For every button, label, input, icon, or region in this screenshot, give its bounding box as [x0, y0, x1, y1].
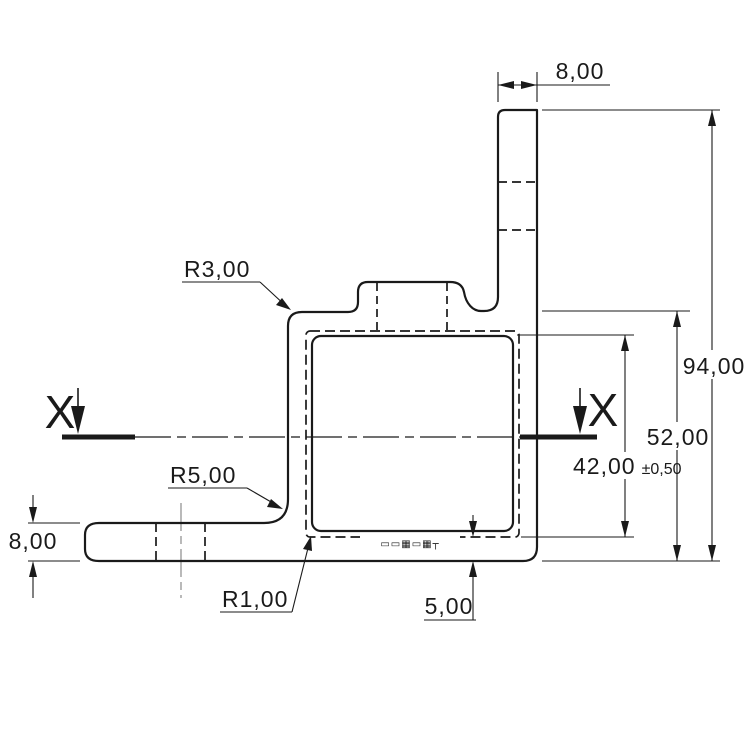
radius-label-hole-corner: R1,00 — [222, 586, 288, 612]
dim-text-bg — [570, 452, 675, 479]
square-hole-outline — [310, 334, 515, 533]
section-arrow-right-icon — [573, 406, 587, 434]
dim-text-bg — [648, 422, 708, 450]
dim-text-bottom-wall: 5,00 — [425, 593, 474, 619]
dim-text-left-arm-thickness: 8,00 — [9, 528, 58, 554]
dim-text-hole-height: 42,00 ±0,50 — [573, 453, 682, 479]
section-label-right: X — [588, 384, 619, 436]
leader-arrow-icon — [276, 298, 291, 310]
dim-arrow-icon — [498, 81, 514, 89]
dim-arrow-icon — [708, 110, 716, 126]
leader-line — [291, 547, 309, 613]
dim-arrow-icon — [521, 81, 537, 89]
radius-label-inner-fillet: R5,00 — [170, 462, 236, 488]
dim-value: 42,00 — [573, 453, 636, 479]
dim-arrow-icon — [29, 561, 37, 577]
engraved-marking-text: ▭▭▦▭▦┬ — [380, 539, 439, 550]
dim-arrow-icon — [673, 311, 681, 327]
dim-arrow-icon — [29, 507, 37, 523]
radius-label-top-corner: R3,00 — [184, 256, 250, 282]
dim-text-top-arm-width: 8,00 — [556, 58, 605, 84]
dim-arrow-icon — [708, 545, 716, 561]
dim-tolerance: ±0,50 — [642, 461, 682, 478]
leader-arrow-icon — [303, 536, 312, 551]
dim-text-body-height: 52,00 — [647, 424, 710, 450]
dim-arrow-icon — [673, 545, 681, 561]
dim-text-overall-height: 94,00 — [683, 353, 746, 379]
dim-arrow-icon — [469, 561, 477, 577]
section-label-left: X — [45, 386, 76, 438]
dim-arrow-icon — [621, 335, 629, 351]
leader-arrow-icon — [267, 499, 283, 509]
engraved-marking-bg — [360, 535, 460, 550]
dim-arrow-icon — [469, 521, 477, 537]
part-outline — [83, 108, 539, 563]
dim-text-bg — [684, 350, 744, 379]
dim-arrow-icon — [621, 521, 629, 537]
section-arrow-left-icon — [71, 406, 85, 434]
